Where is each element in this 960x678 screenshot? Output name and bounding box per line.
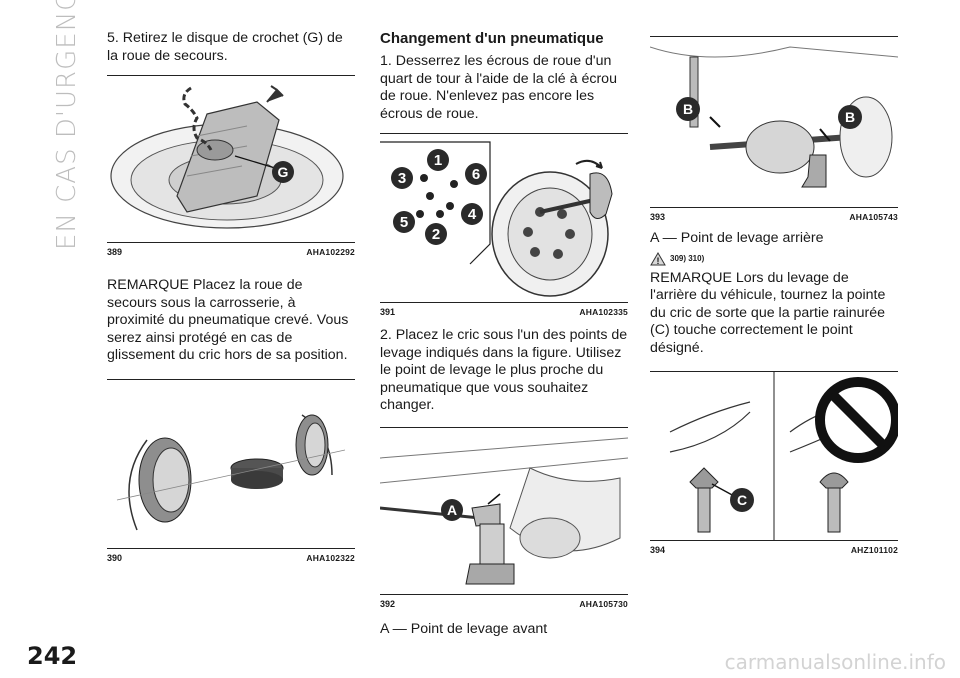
spare-wheel-under-car-illustration [116, 413, 346, 530]
column-1: 5. Retirez le disque de crochet (G) de l… [107, 30, 355, 563]
step-5-text: 5. Retirez le disque de crochet (G) de l… [107, 30, 343, 64]
label-a: A [447, 502, 457, 518]
nut-label-2: 2 [432, 226, 440, 243]
caption-392: 392 AHA105730 [380, 595, 628, 609]
step-2-text: 2. Placez le cric sous l'un des points d… [380, 327, 628, 413]
caption-391: 391 AHA102335 [380, 303, 628, 317]
prohibition-icon [815, 377, 898, 463]
label-c: C [737, 492, 747, 508]
nut-label-4: 4 [468, 206, 477, 223]
figure-ref: AHA102292 [306, 247, 355, 257]
warning-references: ! 309) 310) [650, 251, 898, 266]
figure-number: 394 [650, 545, 666, 555]
caption-390: 390 AHA102322 [107, 549, 355, 563]
figure-391: 1 6 4 2 5 3 [380, 133, 628, 303]
caption-394: 394 AHZ101102 [650, 541, 898, 555]
nut-label-1: 1 [434, 152, 442, 169]
figure-393: B B [650, 36, 898, 208]
remark-2-text: REMARQUE Lors du levage de l'arrière du … [650, 269, 886, 356]
figure-number: 389 [107, 247, 123, 257]
section-heading: Changement d'un pneumatique [380, 30, 604, 47]
warning-icon: ! [650, 251, 666, 266]
figure-ref: AHA105730 [579, 598, 628, 609]
step-1-text: 1. Desserrez les écrous de roue d'un qua… [380, 53, 617, 122]
figure-number: 390 [107, 552, 123, 563]
figure-394: C [650, 371, 898, 541]
caption-393: 393 AHA105743 [650, 208, 898, 222]
label-b-right: B [845, 109, 855, 125]
figure-number: 392 [380, 598, 396, 609]
figure-ref: AHA102335 [579, 307, 628, 317]
column-3: B B 393 AHA105743 A — Point de levage ar… [650, 30, 898, 555]
nut-label-5: 5 [400, 214, 408, 231]
figure-390 [107, 378, 355, 549]
watermark: carmanualsonline.info [724, 650, 946, 674]
warning-refs-text: 309) 310) [670, 254, 705, 263]
remark-1-text: REMARQUE Placez la roue de secours sous … [107, 277, 349, 363]
figure-number: 393 [650, 212, 666, 222]
figure-ref: AHA102322 [306, 552, 355, 563]
svg-text:!: ! [657, 256, 660, 266]
figure-392: A [380, 426, 628, 595]
figure-number: 391 [380, 307, 396, 317]
label-b-left: B [683, 101, 693, 117]
nut-label-6: 6 [472, 166, 480, 183]
front-jack-point-illustration: A [380, 437, 628, 584]
rear-jack-point-illustration: B B [650, 46, 898, 188]
jack-orientation-illustration: C [669, 372, 898, 540]
wheel-nut-sequence-illustration: 1 6 4 2 5 3 [380, 141, 613, 297]
section-title-vertical: EN CAS D'URGENCE [52, 0, 82, 250]
spare-wheel-hook-illustration: G [110, 85, 344, 229]
label-g: G [278, 164, 289, 180]
nut-label-3: 3 [398, 170, 406, 187]
page-number: 242 [27, 642, 78, 670]
caption-a-text: A — Point de levage avant [380, 620, 548, 637]
figure-389: G [107, 75, 355, 243]
caption-rear-text: A — Point de levage arrière [650, 230, 824, 246]
figure-ref: AHA105743 [849, 212, 898, 222]
column-2: Changement d'un pneumatique 1. Desserrez… [380, 30, 628, 638]
caption-389: 389 AHA102292 [107, 243, 355, 257]
figure-ref: AHZ101102 [850, 545, 898, 555]
